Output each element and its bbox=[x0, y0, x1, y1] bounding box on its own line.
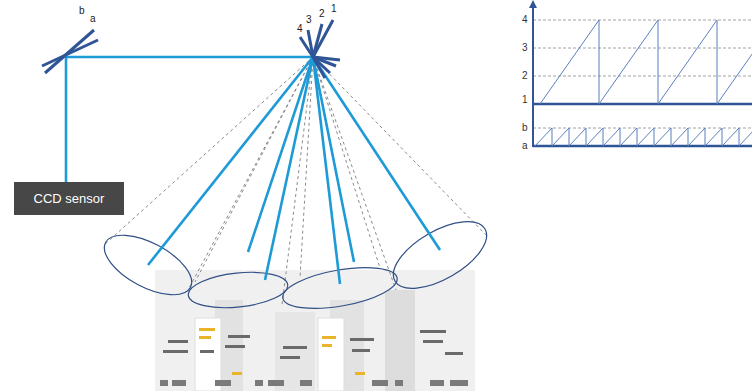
sawtooth-stroke bbox=[717, 20, 718, 104]
sawtooth-stroke bbox=[535, 128, 552, 146]
sawtooth-stroke bbox=[671, 128, 688, 146]
sawtooth-stroke bbox=[637, 128, 638, 146]
sawtooth-stroke bbox=[586, 128, 587, 146]
sawtooth-stroke bbox=[688, 128, 705, 146]
polygon-mirror bbox=[300, 20, 340, 78]
sawtooth-stroke bbox=[739, 128, 740, 146]
axis-label: 3 bbox=[521, 43, 529, 53]
sawtooth-stroke bbox=[671, 128, 672, 146]
mirror-label: b bbox=[79, 6, 85, 16]
timing-chart bbox=[529, 0, 752, 147]
sawtooth-stroke bbox=[620, 128, 621, 146]
scan-footprint bbox=[95, 208, 497, 316]
sawtooth-stroke bbox=[603, 128, 620, 146]
sawtooth-stroke bbox=[620, 128, 637, 146]
axis-label: 1 bbox=[521, 95, 529, 105]
sawtooth-stroke bbox=[658, 20, 717, 104]
sawtooth-stroke bbox=[658, 20, 659, 104]
sawtooth-stroke bbox=[705, 128, 722, 146]
sawtooth-stroke bbox=[654, 128, 671, 146]
sawtooth-stroke bbox=[540, 20, 599, 104]
axis-label: b bbox=[521, 123, 529, 133]
axis-label: 2 bbox=[521, 71, 529, 81]
box-label: CCD sensor bbox=[34, 191, 105, 206]
sawtooth-stroke bbox=[637, 128, 654, 146]
axis-label: a bbox=[521, 141, 529, 151]
mirror-label: 1 bbox=[331, 4, 337, 14]
sawtooth-stroke bbox=[569, 128, 586, 146]
sawtooth-stroke bbox=[717, 20, 752, 104]
sawtooth-stroke bbox=[739, 128, 752, 146]
mirror-label: 3 bbox=[306, 15, 312, 25]
sawtooth-stroke bbox=[603, 128, 604, 146]
sawtooth-stroke bbox=[552, 128, 553, 146]
sawtooth-stroke bbox=[552, 128, 569, 146]
sawtooth-stroke bbox=[599, 20, 658, 104]
sawtooth-stroke bbox=[569, 128, 570, 146]
sawtooth-stroke bbox=[654, 128, 655, 146]
sawtooth-stroke bbox=[688, 128, 689, 146]
sawtooth-stroke bbox=[599, 20, 600, 104]
sawtooth-stroke bbox=[722, 128, 723, 146]
beam-boundary bbox=[104, 57, 487, 305]
mirror-label: 2 bbox=[319, 9, 325, 19]
sawtooth-stroke bbox=[705, 128, 706, 146]
mirror-label: a bbox=[90, 14, 96, 24]
axis-label: 4 bbox=[521, 15, 529, 25]
light-beam bbox=[66, 57, 440, 284]
sawtooth-stroke bbox=[586, 128, 603, 146]
mirror-label: 4 bbox=[297, 24, 303, 34]
scan-mirror bbox=[42, 30, 98, 73]
sawtooth-stroke bbox=[722, 128, 739, 146]
sensor-box: CCD sensor bbox=[14, 182, 124, 215]
city-illustration bbox=[155, 270, 475, 391]
